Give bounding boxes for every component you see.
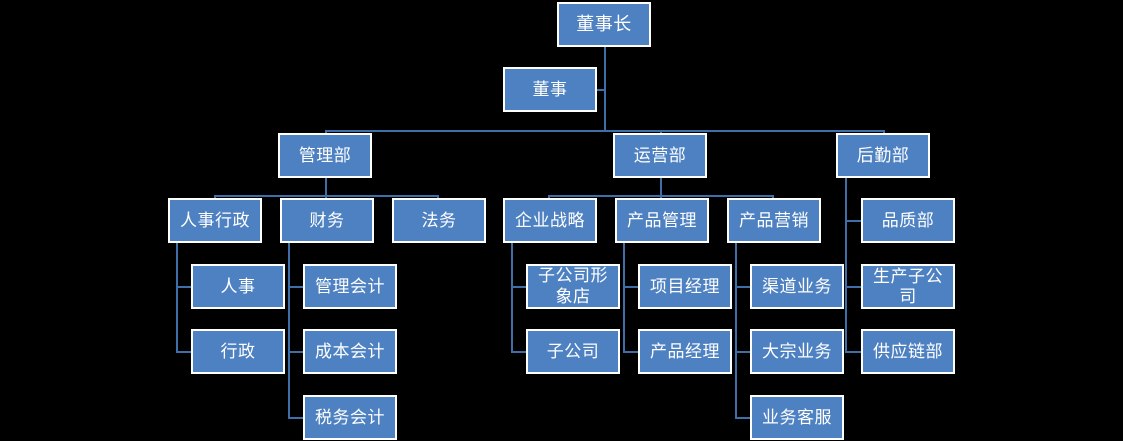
- connector-marketing-to-channel: [735, 286, 751, 288]
- node-cost-accounting[interactable]: 成本会计: [303, 329, 397, 374]
- connector-product-marketing-spine: [735, 242, 737, 417]
- connector-ops-down: [660, 177, 662, 195]
- connector-hr-admin-to-hr: [176, 286, 192, 288]
- node-quality-dept[interactable]: 品质部: [861, 198, 955, 243]
- node-ops-dept[interactable]: 运营部: [613, 133, 707, 178]
- node-mgmt-accounting[interactable]: 管理会计: [303, 264, 397, 309]
- connector-chairman-trunk: [604, 47, 606, 131]
- node-admin[interactable]: 行政: [191, 329, 285, 374]
- node-tax-accounting[interactable]: 税务会计: [303, 395, 397, 440]
- node-project-manager[interactable]: 项目经理: [638, 264, 732, 309]
- connector-strategy-to-sub-store: [511, 286, 527, 288]
- connector-mgmt-down: [325, 177, 327, 195]
- node-subsidiary-store[interactable]: 子公司形象店: [526, 264, 620, 309]
- node-business-service[interactable]: 业务客服: [750, 395, 844, 440]
- connector-logistics-to-supply-chain: [845, 351, 861, 353]
- node-mgmt-dept[interactable]: 管理部: [278, 133, 372, 178]
- node-channel-business[interactable]: 渠道业务: [750, 264, 844, 309]
- node-product-manager[interactable]: 产品经理: [638, 329, 732, 374]
- node-enterprise-strategy[interactable]: 企业战略: [503, 198, 597, 243]
- connector-hr-admin-spine: [176, 242, 178, 352]
- connector-strategy-to-sub: [511, 351, 527, 353]
- node-hr-admin[interactable]: 人事行政: [168, 198, 262, 243]
- connector-marketing-to-bulk: [735, 351, 751, 353]
- connector-hr-admin-to-admin: [176, 351, 192, 353]
- connector-product-mgmt-to-project-mgr: [623, 286, 639, 288]
- node-product-marketing[interactable]: 产品营销: [727, 198, 821, 243]
- connector-product-mgmt-spine: [623, 242, 625, 352]
- connector-strategy-spine: [511, 242, 513, 352]
- connector-logistics-to-production-sub: [845, 286, 861, 288]
- node-bulk-business[interactable]: 大宗业务: [750, 329, 844, 374]
- connector-finance-to-tax-acct: [288, 417, 304, 419]
- connector-chairman-to-director: [595, 89, 605, 91]
- connector-finance-to-cost-acct: [288, 351, 304, 353]
- node-production-subsidiary[interactable]: 生产子公司: [861, 264, 955, 309]
- connector-logistics-to-quality: [845, 220, 861, 222]
- node-chairman[interactable]: 董事长: [557, 2, 651, 47]
- node-logistics-dept[interactable]: 后勤部: [836, 133, 930, 178]
- connector-finance-spine: [288, 242, 290, 417]
- connector-finance-to-mgmt-acct: [288, 286, 304, 288]
- node-hr[interactable]: 人事: [191, 264, 285, 309]
- node-finance[interactable]: 财务: [280, 198, 374, 243]
- node-director[interactable]: 董事: [503, 67, 597, 112]
- node-legal[interactable]: 法务: [392, 198, 486, 243]
- connector-logistics-spine: [845, 177, 847, 352]
- node-supply-chain-dept[interactable]: 供应链部: [861, 329, 955, 374]
- node-subsidiary[interactable]: 子公司: [526, 329, 620, 374]
- connector-level3-bus: [325, 130, 885, 132]
- connector-marketing-to-service: [735, 417, 751, 419]
- connector-product-mgmt-to-product-mgr: [623, 351, 639, 353]
- node-product-mgmt[interactable]: 产品管理: [615, 198, 709, 243]
